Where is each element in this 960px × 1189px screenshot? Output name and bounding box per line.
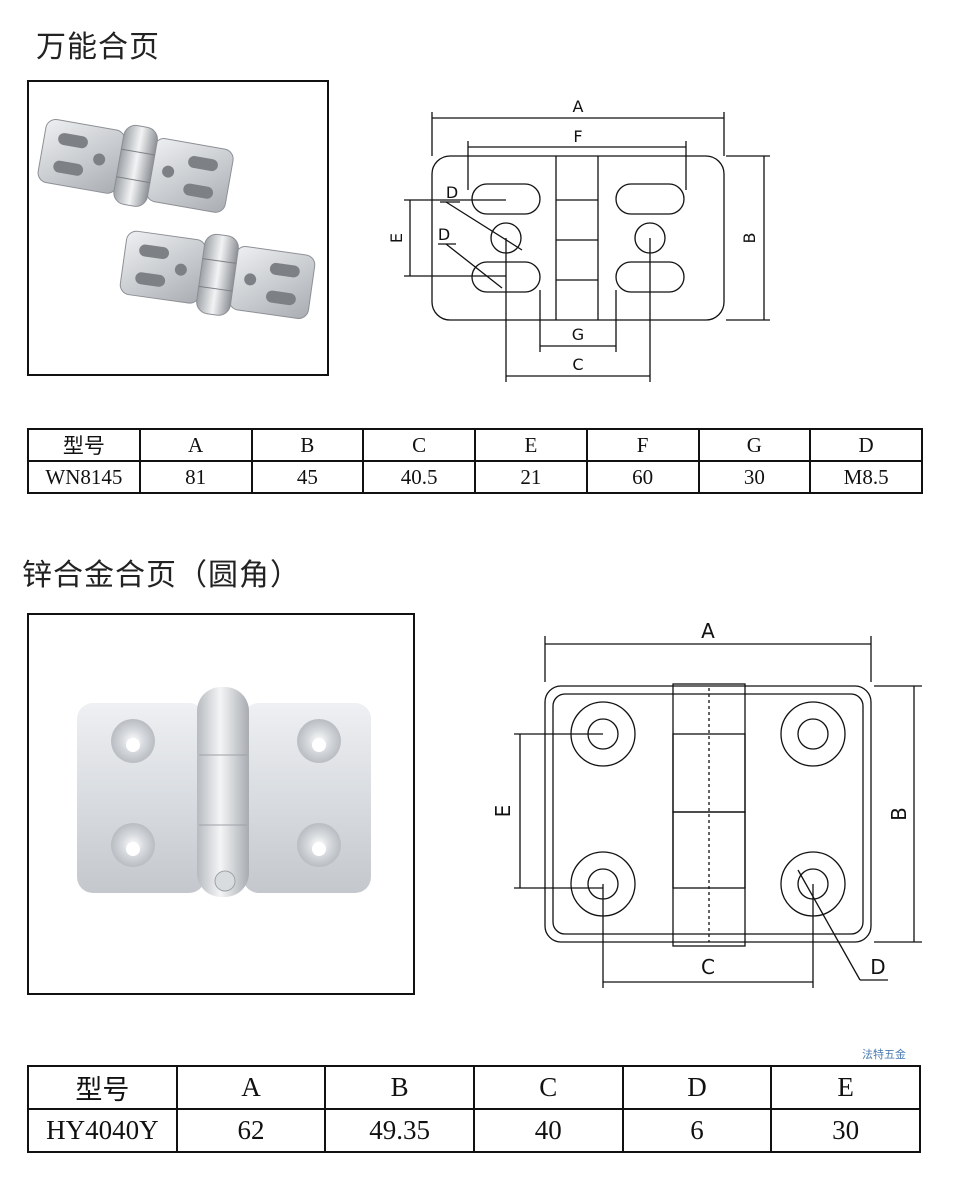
table-cell: 45 [250, 460, 365, 494]
table-row: WN8145 81 45 40.5 21 60 30 M8.5 [27, 460, 923, 494]
table-cell: 6 [621, 1108, 773, 1153]
table-row: HY4040Y 62 49.35 40 6 30 [27, 1108, 921, 1153]
universal-hinge-photo [27, 80, 329, 376]
table-header-cell: E [474, 428, 588, 462]
table-header-cell: C [472, 1065, 624, 1110]
table-header-cell: D [809, 428, 923, 462]
table-cell: 49.35 [324, 1108, 475, 1153]
section1-title: 万能合页 [36, 30, 160, 65]
table-cell: 40.5 [362, 460, 476, 494]
table-header-row: 型号 A B C D E [27, 1065, 921, 1110]
section1-spec-table: 型号 A B C E F G D WN8145 81 45 40.5 21 60… [27, 428, 923, 494]
table-cell: 81 [138, 460, 253, 494]
table-cell: 30 [697, 460, 812, 494]
watermark-text: 法特五金 [862, 1048, 906, 1061]
table-cell: HY4040Y [27, 1108, 178, 1153]
section2-title: 锌合金合页（圆角） [22, 558, 301, 593]
dim-label-c: C [572, 355, 583, 374]
table-cell: 60 [585, 460, 700, 494]
table-header-cell: B [250, 428, 365, 462]
table-header-cell: E [770, 1065, 921, 1110]
dim-label-g: G [572, 325, 584, 344]
table-header-cell: B [324, 1065, 475, 1110]
table-header-cell: 型号 [27, 428, 141, 462]
table-header-cell: D [621, 1065, 773, 1110]
table-cell: 21 [474, 460, 588, 494]
table-header-cell: F [585, 428, 700, 462]
table-cell: 40 [472, 1108, 624, 1153]
dim-label-a: A [573, 97, 584, 116]
dim-label-b: B [887, 807, 911, 821]
table-header-cell: A [175, 1065, 327, 1110]
zinc-hinge-diagram: A B E C D [480, 608, 940, 1000]
dim-label-d1: D [446, 183, 458, 202]
table-header-row: 型号 A B C E F G D [27, 428, 923, 462]
dim-label-c: C [701, 955, 715, 979]
table-cell: M8.5 [809, 460, 923, 494]
table-cell: WN8145 [27, 460, 141, 494]
dim-label-d: D [870, 955, 885, 979]
table-header-cell: A [138, 428, 253, 462]
table-cell: 62 [175, 1108, 327, 1153]
table-header-cell: 型号 [27, 1065, 178, 1110]
zinc-hinge-photo [27, 613, 415, 995]
universal-hinge-diagram: A F B E D D G C [380, 90, 800, 390]
dim-label-b: B [740, 233, 759, 244]
table-header-cell: C [362, 428, 476, 462]
dim-label-f: F [573, 127, 582, 146]
dim-label-e: E [387, 233, 406, 243]
section2-spec-table: 型号 A B C D E HY4040Y 62 49.35 40 6 30 [27, 1065, 921, 1153]
dim-label-a: A [701, 619, 715, 643]
table-cell: 30 [770, 1108, 921, 1153]
dim-label-d2: D [438, 225, 450, 244]
table-header-cell: G [697, 428, 812, 462]
dim-label-e: E [491, 805, 515, 818]
